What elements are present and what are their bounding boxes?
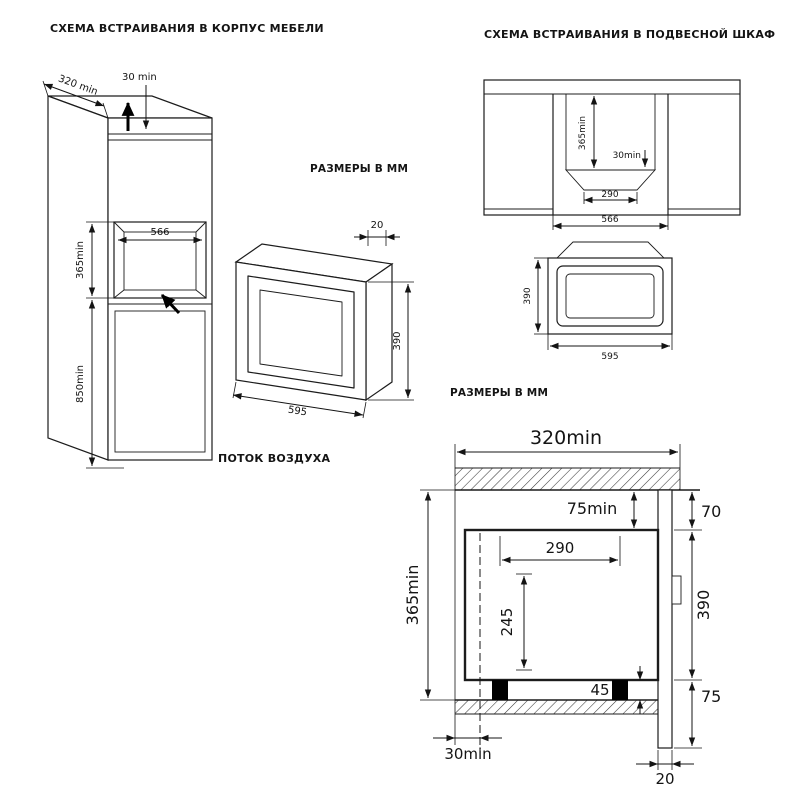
dim-front-width-label: 595 (601, 352, 618, 362)
dim-wall-niche-height-label: 365min (578, 116, 588, 150)
oven-front-glass (565, 273, 655, 319)
oven-front-door (556, 265, 664, 327)
dim-rear-clearance-label: 30min (444, 745, 491, 763)
dim-oven-height-label: 390 (392, 331, 403, 350)
top-shelf-hatch (455, 468, 680, 490)
ext-line (362, 401, 367, 419)
panel-bracket (671, 575, 682, 605)
dim-oven-width-label: 595 (287, 405, 308, 419)
airflow-label: ПОТОК ВОЗДУХА (218, 452, 331, 465)
dim-duct-width-label: 290 (601, 190, 618, 200)
vent-duct (564, 169, 657, 191)
front-panel (657, 489, 673, 749)
niche-corner-line (113, 289, 125, 299)
dim-depth-label: 320 min (57, 73, 99, 97)
ext-line (42, 80, 49, 97)
wall-cabinet-diagram: 365min 30min 290 566 (483, 79, 741, 230)
oven-3d-diagram: 20 390 595 (232, 220, 414, 419)
dim-cavity-height-label: 245 (498, 608, 516, 637)
dim-top-clearance-label: 75min (567, 499, 618, 518)
oven-dims-label: РАЗМЕРЫ В ММ (310, 163, 408, 175)
oven-door (247, 275, 355, 389)
dim-panel-thickness-label: 20 (655, 770, 674, 788)
dim-niche-height-section-label: 365min (403, 565, 422, 626)
dim-frame-depth-label: 20 (371, 220, 384, 231)
niche-corner-line (113, 221, 125, 233)
niche-back (123, 231, 197, 291)
wall-cabinet-section-title: СХЕМА ВСТРАИВАНИЯ В ПОДВЕСНОЙ ШКАФ (484, 28, 775, 41)
oven-door-glass (259, 289, 343, 377)
dim-bottom-height-label: 850min (75, 365, 86, 403)
dim-front-bottom-gap-label: 75 (701, 687, 721, 706)
dim-top-depth-label: 320min (530, 427, 602, 449)
oven-front-outline (547, 257, 673, 335)
dim-wall-niche-width-label: 566 (601, 215, 618, 225)
dim-depth (43, 83, 105, 107)
dim-front-height-section-label: 390 (694, 590, 713, 621)
bottom-shelf-hatch (455, 700, 658, 714)
dim-oven-width (232, 393, 364, 417)
dim-front-top-gap-label: 70 (701, 502, 721, 521)
oven-foot-right (612, 680, 628, 700)
dim-front-height-label: 390 (523, 287, 533, 304)
dim-niche-height-label: 365min (75, 241, 86, 279)
oven-foot-left (492, 680, 508, 700)
cross-section-diagram: 320min 75min 70 290 245 365min 390 45 (403, 427, 721, 788)
dim-foot-height-label: 45 (590, 681, 609, 699)
niche-corner-line (195, 289, 207, 299)
dim-duct-width-section-label: 290 (546, 539, 575, 557)
lower-door-panel (114, 310, 206, 453)
dim-vent-gap-label: 30 min (122, 72, 157, 83)
niche-corner-line (195, 221, 207, 233)
cross-section-label: РАЗМЕРЫ В ММ (450, 387, 548, 399)
airflow-arrow-niche (160, 293, 181, 315)
cabinet-section-title: СХЕМА ВСТРАИВАНИЯ В КОРПУС МЕБЕЛИ (50, 22, 324, 35)
dim-wall-vent-gap-label: 30min (613, 151, 641, 161)
oven-right-face (365, 262, 393, 402)
cabinet-3d-diagram: 320 min 30 min 566 365min 850min (42, 72, 213, 469)
wall-oven-front-diagram: 390 595 (523, 241, 673, 362)
oven-body-section (463, 528, 660, 682)
oven-front-frame (235, 261, 367, 401)
dim-niche-width-label: 566 (150, 227, 169, 238)
wall-cabinet-outline (483, 79, 741, 216)
oven-duct-adapter (555, 241, 666, 259)
